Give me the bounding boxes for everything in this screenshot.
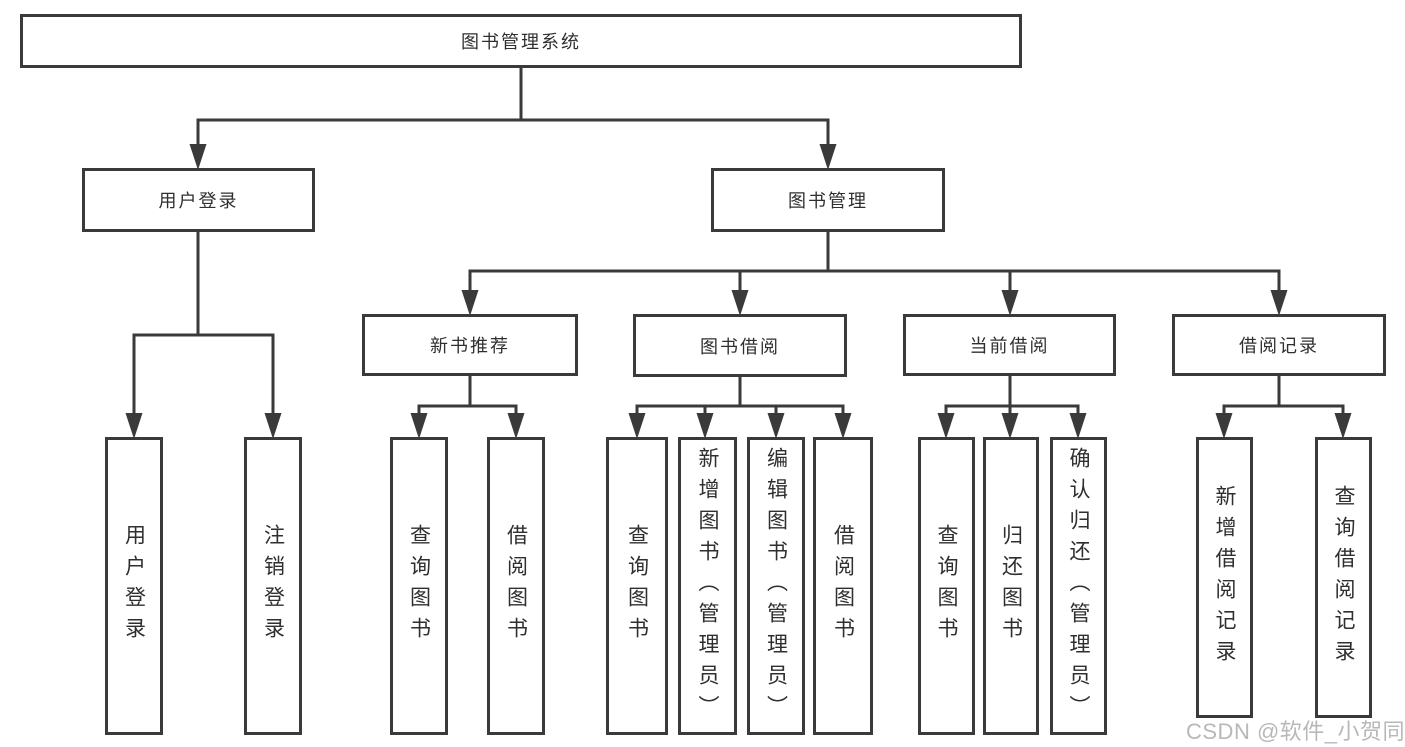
leaf-logout-login-label: 注销登录 bbox=[261, 524, 285, 648]
node-user-login: 用户登录 bbox=[82, 168, 315, 232]
leaf-current-return-books-label: 归还图书 bbox=[999, 524, 1023, 648]
leaf-records-query-label: 查询借阅记录 bbox=[1332, 484, 1355, 671]
leaf-current-return-books: 归还图书 bbox=[983, 437, 1039, 735]
leaf-records-query: 查询借阅记录 bbox=[1315, 437, 1372, 718]
leaf-newrec-query-books-label: 查询图书 bbox=[407, 524, 431, 648]
node-borrow-records: 借阅记录 bbox=[1172, 314, 1386, 376]
leaf-newrec-borrow-books-label: 借阅图书 bbox=[504, 524, 528, 648]
leaf-current-confirm-return-admin: 确认归还（管理员） bbox=[1050, 437, 1107, 735]
leaf-borrow-edit-books-admin-label: 编辑图书（管理员） bbox=[764, 446, 788, 726]
node-book-borrow: 图书借阅 bbox=[633, 314, 847, 377]
leaf-records-add-label: 新增借阅记录 bbox=[1213, 484, 1236, 671]
node-book-management: 图书管理 bbox=[711, 168, 945, 232]
leaf-borrow-add-books-admin: 新增图书（管理员） bbox=[678, 437, 737, 735]
leaf-user-login-label: 用户登录 bbox=[122, 524, 146, 648]
leaf-current-query-books-label: 查询图书 bbox=[935, 524, 958, 648]
leaf-records-add: 新增借阅记录 bbox=[1196, 437, 1253, 718]
node-current-borrow: 当前借阅 bbox=[903, 314, 1116, 376]
leaf-current-confirm-return-admin-label: 确认归还（管理员） bbox=[1067, 446, 1090, 726]
leaf-borrow-borrow-books-label: 借阅图书 bbox=[831, 524, 855, 648]
leaf-logout-login: 注销登录 bbox=[244, 437, 302, 735]
node-new-book-recommend: 新书推荐 bbox=[362, 314, 578, 376]
leaf-borrow-borrow-books: 借阅图书 bbox=[813, 437, 873, 735]
leaf-borrow-edit-books-admin: 编辑图书（管理员） bbox=[747, 437, 805, 735]
leaf-borrow-query-books-label: 查询图书 bbox=[625, 524, 649, 648]
leaf-borrow-add-books-admin-label: 新增图书（管理员） bbox=[696, 446, 719, 726]
node-library-management-system: 图书管理系统 bbox=[20, 14, 1022, 68]
leaf-newrec-borrow-books: 借阅图书 bbox=[487, 437, 545, 735]
leaf-newrec-query-books: 查询图书 bbox=[390, 437, 448, 735]
csdn-watermark: CSDN @软件_小贺同学 bbox=[1186, 719, 1405, 744]
leaf-user-login: 用户登录 bbox=[105, 437, 163, 735]
leaf-borrow-query-books: 查询图书 bbox=[606, 437, 668, 735]
leaf-current-query-books: 查询图书 bbox=[918, 437, 975, 735]
